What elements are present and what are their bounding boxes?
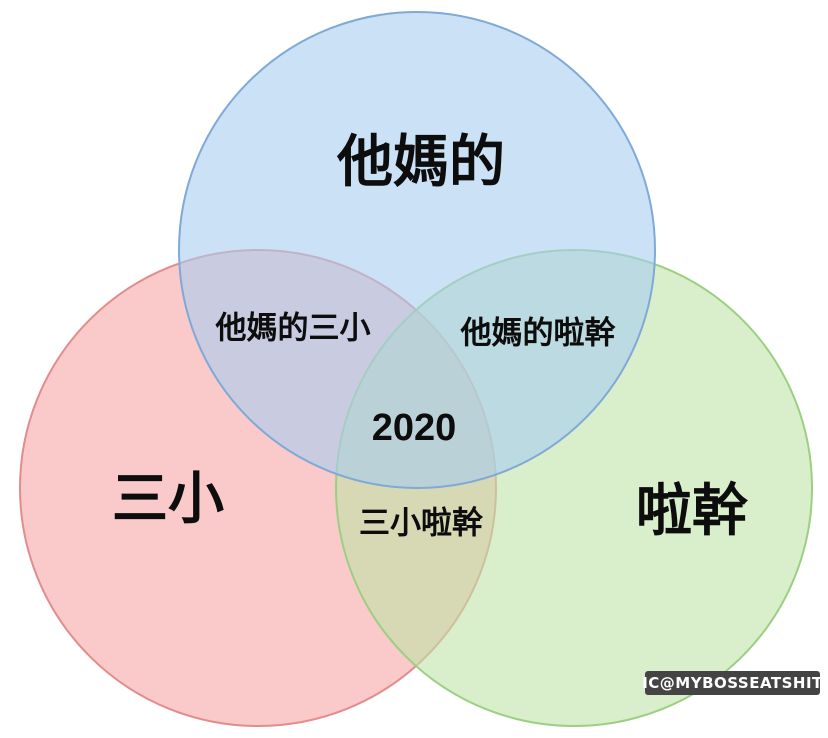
circle-top: [178, 11, 656, 489]
set-label-right: 啦幹: [636, 479, 748, 544]
intersection-label-top-left: 他媽的三小: [215, 310, 371, 347]
set-label-top: 他媽的: [337, 130, 505, 195]
watermark: IC@MYBOSSEATSHIT: [642, 671, 822, 695]
intersection-label-all: 2020: [371, 407, 457, 449]
intersection-label-left-right: 三小啦幹: [359, 505, 483, 542]
set-label-left: 三小: [112, 467, 224, 532]
intersection-label-top-right: 他媽的啦幹: [460, 315, 616, 352]
